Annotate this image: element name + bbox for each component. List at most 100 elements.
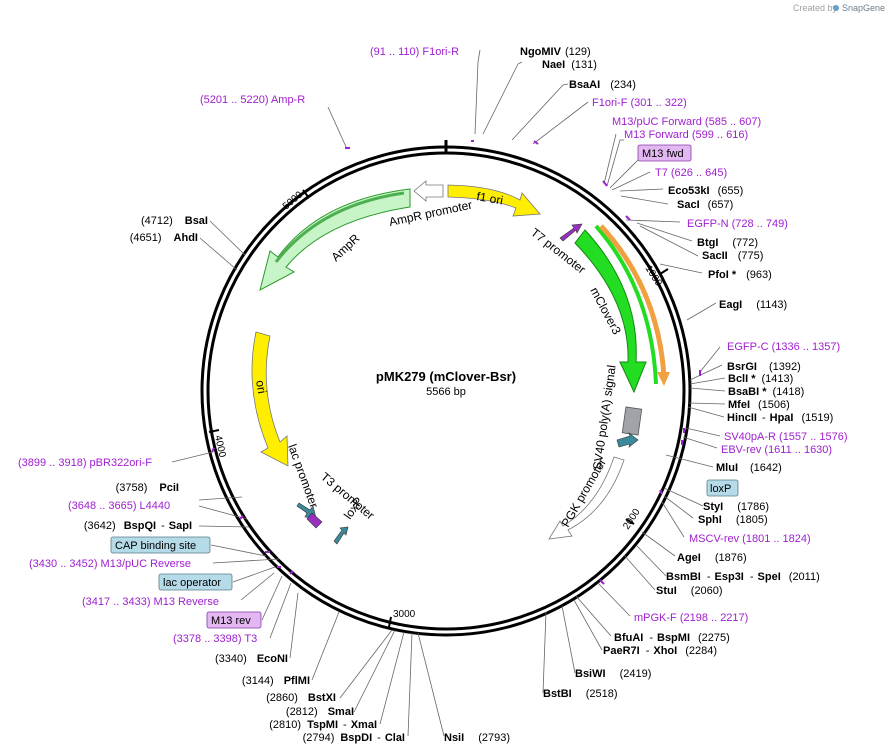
svg-text:HincII-HpaI(1519): HincII-HpaI(1519) <box>727 412 833 424</box>
site-btgi[interactable]: BtgI <box>697 237 718 249</box>
site-clai[interactable]: ClaI <box>385 732 405 744</box>
primer-amp-r[interactable]: (5201 .. 5220) Amp-R <box>200 94 305 106</box>
site-nsii[interactable]: NsiI <box>444 732 464 744</box>
site-eco53ki[interactable]: Eco53kI <box>668 185 710 197</box>
site-styi[interactable]: StyI <box>703 501 723 513</box>
site-naei[interactable]: NaeI <box>542 59 565 71</box>
site-esp3i[interactable]: Esp3I <box>715 571 744 583</box>
primer-m13-puc-forward[interactable]: M13/pUC Forward (585 .. 607) <box>612 116 761 128</box>
primer-f1ori-r[interactable]: (91 .. 110) F1ori-R <box>370 46 459 58</box>
box-cap-binding-site[interactable]: CAP binding site <box>115 540 196 552</box>
svg-text:(3642)BspQI-SapI: (3642)BspQI-SapI <box>84 520 192 532</box>
site-ahdi[interactable]: AhdI <box>174 232 198 244</box>
site-bcli[interactable]: BclI * <box>728 373 756 385</box>
box-m13-fwd[interactable]: M13 fwd <box>642 148 684 160</box>
feature-ampr-promoter[interactable] <box>413 180 444 202</box>
site-bsrgi[interactable]: BsrGI <box>727 361 757 373</box>
primer-f1ori-f[interactable]: F1ori-F (301 .. 322) <box>592 97 687 109</box>
site-agei[interactable]: AgeI <box>677 552 701 564</box>
egfp-primer-arc <box>599 224 667 377</box>
feature-boxes: M13 fwd loxP CAP binding site lac operat… <box>110 144 739 629</box>
feature-ori[interactable] <box>251 331 289 467</box>
site-sapi[interactable]: SapI <box>169 520 192 532</box>
site-saci[interactable]: SacI <box>677 199 700 211</box>
primer-m13-forward[interactable]: M13 Forward (599 .. 616) <box>624 129 748 141</box>
site-bsmbi[interactable]: BsmBI <box>666 571 701 583</box>
site-bsabi[interactable]: BsaBI * <box>728 386 767 398</box>
primer-m13-puc-reverse[interactable]: (3430 .. 3452) M13/pUC Reverse <box>29 558 191 570</box>
site-bspdi[interactable]: BspDI <box>340 732 372 744</box>
site-bsiwi[interactable]: BsiWI <box>575 668 606 680</box>
feature-pgk-promoter[interactable] <box>548 456 625 540</box>
feature-label-f1-ori: f1 ori <box>475 189 504 207</box>
primer-m13-reverse[interactable]: (3417 .. 3433) M13 Reverse <box>82 596 219 608</box>
svg-text:NsiI(2793): NsiI(2793) <box>444 732 510 744</box>
svg-text:BsaAI(234): BsaAI(234) <box>569 79 636 91</box>
primer-mscv-rev[interactable]: MSCV-rev (1801 .. 1824) <box>689 533 811 545</box>
site-bfuai[interactable]: BfuAI <box>614 632 643 644</box>
site-xhoi[interactable]: XhoI <box>653 645 677 657</box>
feature-sv40-polya[interactable] <box>621 406 643 436</box>
site-ngomiv[interactable]: NgoMIV <box>520 46 562 58</box>
svg-text:(3758)PciI: (3758)PciI <box>116 482 179 494</box>
primer-l4440[interactable]: (3648 .. 3665) L4440 <box>68 500 170 512</box>
site-bspmi[interactable]: BspMI <box>657 632 690 644</box>
svg-text:Eco53kI(655): Eco53kI(655) <box>668 185 743 197</box>
primer-egfp-n[interactable]: EGFP-N (728 .. 749) <box>687 218 788 230</box>
feature-ampr[interactable] <box>259 188 411 291</box>
site-mlui[interactable]: MluI <box>716 462 738 474</box>
credit-text: Created by <box>793 3 838 13</box>
svg-text:StuI(2060): StuI(2060) <box>656 585 723 597</box>
primer-sv40pa-r[interactable]: SV40pA-R (1557 .. 1576) <box>724 431 848 443</box>
site-pflmi[interactable]: PflMI <box>284 675 310 687</box>
feature-label-lac-promoter: lac promoter <box>285 442 321 509</box>
svg-text:BstBI(2518): BstBI(2518) <box>543 688 618 700</box>
primer-t7[interactable]: T7 (626 .. 645) <box>655 167 727 179</box>
tick-marks <box>208 189 669 628</box>
feature-t3-promoter[interactable] <box>306 512 323 529</box>
primer-labels: (91 .. 110) F1ori-R F1ori-F (301 .. 322)… <box>18 46 848 645</box>
primer-pbr322ori-f[interactable]: (3899 .. 3918) pBR322ori-F <box>18 457 152 469</box>
feature-label-sv40: SV40 poly(A) signal <box>590 364 619 470</box>
site-bstxi[interactable]: BstXI <box>308 692 336 704</box>
site-pcii[interactable]: PciI <box>159 482 179 494</box>
site-paer7i[interactable]: PaeR7I <box>603 645 640 657</box>
site-tspmi[interactable]: TspMI <box>307 719 338 731</box>
feature-mclover3[interactable] <box>574 229 647 394</box>
primer-t3[interactable]: (3378 .. 3398) T3 <box>173 633 257 645</box>
primer-mpgk-f[interactable]: mPGK-F (2198 .. 2217) <box>634 612 748 624</box>
primer-egfp-c[interactable]: EGFP-C (1336 .. 1357) <box>727 341 840 353</box>
site-stui[interactable]: StuI <box>656 585 677 597</box>
feature-f1-ori[interactable] <box>447 184 541 217</box>
site-pfoi[interactable]: PfoI * <box>708 269 737 281</box>
svg-text:BsaBI *(1418): BsaBI *(1418) <box>728 386 804 398</box>
svg-text:(4712)BsaI: (4712)BsaI <box>141 215 208 227</box>
site-sphi[interactable]: SphI <box>698 514 722 526</box>
feature-t7-promoter[interactable] <box>559 223 583 242</box>
primer-ebv-rev[interactable]: EBV-rev (1611 .. 1630) <box>721 444 832 456</box>
svg-text:(3340)EcoNI: (3340)EcoNI <box>215 653 288 665</box>
box-lac-operator[interactable]: lac operator <box>163 577 221 589</box>
site-smai[interactable]: SmaI <box>328 706 354 718</box>
site-bstbi[interactable]: BstBI <box>543 688 572 700</box>
site-hincii[interactable]: HincII <box>727 412 757 424</box>
site-bspqi[interactable]: BspQI <box>124 520 156 532</box>
site-eagi[interactable]: EagI <box>719 299 742 311</box>
box-loxp[interactable]: loxP <box>710 483 731 495</box>
feature-loxp-left[interactable] <box>333 526 349 545</box>
site-bsaai[interactable]: BsaAI <box>569 79 600 91</box>
site-econi[interactable]: EcoNI <box>257 653 288 665</box>
svg-text:SacII(775): SacII(775) <box>702 250 763 262</box>
site-hpai[interactable]: HpaI <box>770 412 794 424</box>
site-mfei[interactable]: MfeI <box>728 399 750 411</box>
site-xmai[interactable]: XmaI <box>351 719 377 731</box>
svg-text:BsmBI-Esp3I-SpeI(2011): BsmBI-Esp3I-SpeI(2011) <box>666 571 820 583</box>
site-bsai[interactable]: BsaI <box>185 215 208 227</box>
svg-text:BtgI(772): BtgI(772) <box>697 237 758 249</box>
feature-loxp-right[interactable] <box>616 432 639 448</box>
site-sacii[interactable]: SacII <box>702 250 728 262</box>
box-m13-rev[interactable]: M13 rev <box>211 615 251 627</box>
site-spei[interactable]: SpeI <box>758 571 781 583</box>
sites-right: NgoMIV(129) NaeI(131) BsaAI(234) Eco53kI… <box>520 46 833 700</box>
